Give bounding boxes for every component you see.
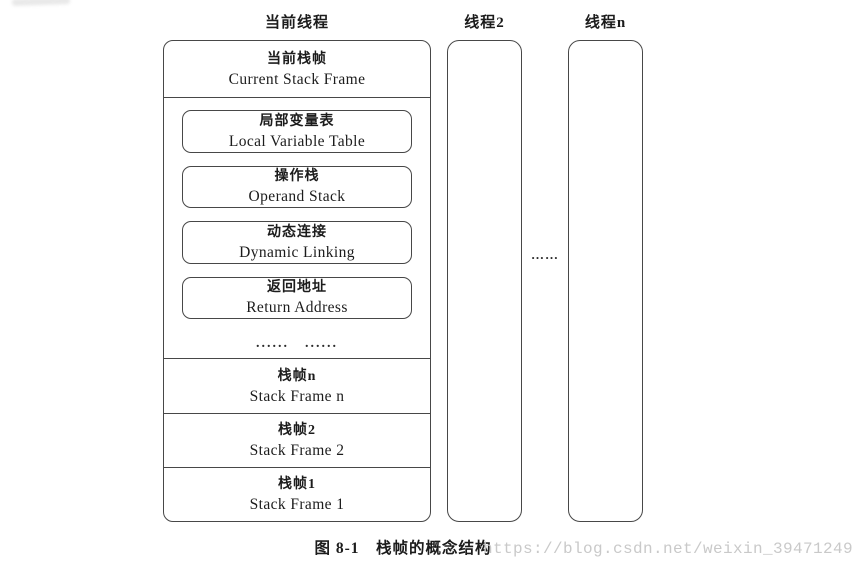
operand-stack-label-zh: 操作栈 bbox=[274, 169, 320, 185]
stack-frame-n-label-en: Stack Frame n bbox=[249, 387, 345, 405]
frame-parts-area: 局部变量表 Local Variable Table 操作栈 Operand S… bbox=[164, 98, 430, 358]
local-variable-table-box: 局部变量表 Local Variable Table bbox=[182, 110, 412, 153]
dynamic-linking-label-en: Dynamic Linking bbox=[239, 243, 355, 261]
threads-ellipsis: …… bbox=[531, 247, 559, 262]
current-thread-stack-box: 当前栈帧 Current Stack Frame 局部变量表 Local Var… bbox=[163, 40, 431, 522]
stack-frame-n-label-zh: 栈帧n bbox=[277, 368, 317, 384]
label-thread-n: 线程n bbox=[584, 15, 627, 31]
return-address-label-en: Return Address bbox=[246, 299, 348, 317]
stack-frame-2-section: 栈帧2 Stack Frame 2 bbox=[164, 413, 430, 467]
stack-frame-2-label-en: Stack Frame 2 bbox=[249, 442, 345, 459]
current-stack-frame-label-zh: 当前栈帧 bbox=[267, 51, 327, 67]
current-stack-frame-label-en: Current Stack Frame bbox=[228, 70, 366, 88]
thread-2-stack-box bbox=[447, 40, 522, 522]
return-address-label-zh: 返回地址 bbox=[267, 280, 327, 296]
thread-n-stack-box bbox=[568, 40, 643, 522]
stack-frame-1-label-en: Stack Frame 1 bbox=[249, 496, 345, 513]
local-variable-table-label-zh: 局部变量表 bbox=[259, 113, 335, 129]
stack-frame-1-section: 栈帧1 Stack Frame 1 bbox=[164, 467, 430, 521]
stack-frame-n-section: 栈帧n Stack Frame n bbox=[164, 358, 430, 413]
local-variable-table-label-en: Local Variable Table bbox=[228, 132, 366, 150]
dynamic-linking-label-zh: 动态连接 bbox=[267, 224, 327, 240]
csdn-watermark: https://blog.csdn.net/weixin_39471249 bbox=[483, 540, 854, 558]
label-thread-2: 线程2 bbox=[464, 15, 505, 31]
stack-frame-1-label-zh: 栈帧1 bbox=[278, 477, 316, 492]
operand-stack-label-en: Operand Stack bbox=[248, 188, 346, 206]
current-stack-frame-section: 当前栈帧 Current Stack Frame bbox=[164, 41, 430, 98]
frame-parts-ellipsis: ...... ...... bbox=[256, 336, 338, 351]
figure-caption: 图 8-1 栈帧的概念结构 bbox=[314, 540, 492, 557]
operand-stack-box: 操作栈 Operand Stack bbox=[182, 165, 412, 208]
label-current-thread: 当前线程 bbox=[264, 15, 329, 31]
dynamic-linking-box: 动态连接 Dynamic Linking bbox=[182, 221, 412, 264]
scan-artifact bbox=[11, 0, 71, 7]
return-address-box: 返回地址 Return Address bbox=[182, 276, 412, 319]
stack-frame-2-label-zh: 栈帧2 bbox=[278, 423, 316, 438]
